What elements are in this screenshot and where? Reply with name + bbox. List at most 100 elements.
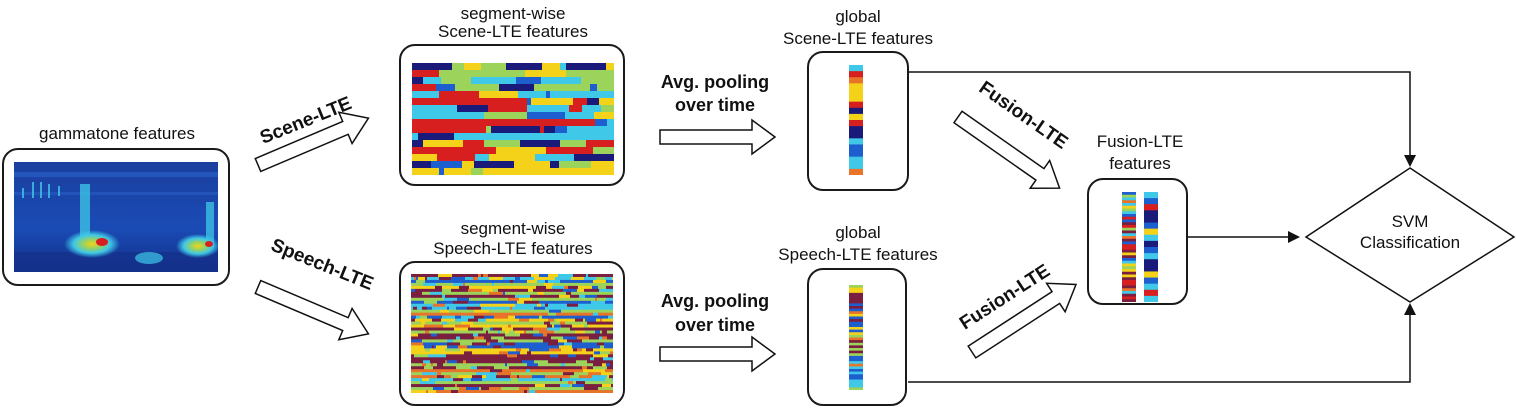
speech-heat-cell (416, 315, 420, 320)
speech-segment-label-1: segment-wise (460, 219, 566, 238)
speech-heat-cell (548, 303, 555, 308)
speech-heat-cell (608, 360, 612, 364)
fusion-feature-label-1: Fusion-LTE (1096, 132, 1184, 151)
speech-vector-cell (849, 285, 863, 289)
speech-heat-cell (419, 309, 430, 314)
speech-heat-cell (509, 303, 515, 308)
speech-heat-cell (583, 390, 598, 393)
speech-heat-cell (460, 348, 470, 352)
speech-heat-cell (453, 309, 460, 314)
speech-heat-cell (580, 345, 593, 349)
speech-heat-cell (411, 375, 419, 379)
speech-vector-cell (849, 300, 863, 304)
speech-heat-cell (465, 378, 471, 382)
scene-heat-cell (496, 147, 513, 155)
speech-heat-cell (414, 384, 417, 388)
speech-heat-cell (417, 384, 423, 388)
speech-heat-cell (602, 330, 607, 334)
speech-heat-cell (582, 306, 591, 311)
speech-heat-cell (428, 327, 432, 331)
fusion-scene-cell (1144, 265, 1158, 272)
scene-heat-cell (441, 77, 471, 85)
speech-vector-cell (849, 321, 863, 325)
speech-heat-cell (476, 327, 483, 331)
speech-heat-cell (533, 333, 543, 337)
speech-heat-cell (594, 369, 605, 373)
speech-heat-cell (450, 333, 463, 337)
scene-heat-cell (412, 119, 435, 127)
speech-heat-cell (495, 360, 499, 364)
pool-bot-label-2: over time (674, 315, 756, 335)
speech-heat-cell (581, 315, 594, 320)
speech-global-box (807, 268, 907, 406)
speech-heat-cell (487, 294, 491, 299)
scene-heat-cell (436, 84, 455, 92)
speech-heat-cell (521, 309, 536, 314)
speech-heat-cell (467, 330, 473, 334)
speech-heat-cell (593, 309, 599, 314)
speech-heat-cell (414, 276, 416, 281)
speech-heat-cell (529, 315, 539, 320)
speech-heat-cell (445, 294, 456, 299)
speech-heat-cell (436, 369, 443, 373)
speech-heat-cell (493, 327, 498, 331)
speech-heat-cell (411, 369, 415, 373)
speech-heat-cell (504, 318, 509, 322)
speech-heat-cell (489, 291, 503, 296)
speech-heat-cell (442, 291, 452, 296)
scene-heat-cell (435, 119, 456, 127)
speech-heat-cell (517, 288, 528, 293)
speech-heat-cell (527, 390, 529, 393)
speech-heat-cell (517, 354, 525, 358)
fusion-speech-cell (1122, 282, 1136, 286)
scene-heat-cell (412, 77, 423, 85)
speech-heat-cell (442, 327, 454, 331)
speech-heat-cell (566, 351, 579, 355)
speech-heat-cell (517, 375, 519, 379)
scene-heat-cell (455, 84, 482, 92)
speech-heat-cell (534, 360, 548, 364)
fusion-scene-cell (1144, 192, 1158, 199)
speech-heat-cell (508, 390, 522, 393)
speech-heat-cell (486, 339, 496, 343)
speech-heat-cell (560, 279, 575, 284)
speech-heat-cell (482, 288, 493, 293)
fusion-scene-cell (1144, 198, 1158, 205)
scene-heat-cell (412, 126, 446, 134)
speech-heat-cell (427, 315, 442, 320)
scene-heat-cell (555, 126, 567, 134)
speech-heat-cell (463, 339, 478, 343)
speech-heat-cell (599, 309, 607, 314)
speech-heat-cell (610, 351, 613, 355)
speech-heat-cell (604, 324, 613, 328)
speech-heat-cell (602, 318, 613, 322)
speech-heat-cell (419, 375, 429, 379)
speech-heat-cell (532, 297, 541, 302)
speech-heat-cell (596, 274, 603, 278)
speech-heat-cell (583, 300, 586, 305)
speech-heat-cell (424, 366, 433, 370)
speech-heat-cell (416, 276, 418, 281)
speech-heat-cell (594, 357, 603, 361)
speech-heat-cell (518, 381, 520, 385)
speech-heat-cell (582, 297, 595, 302)
gammatone-spectrogram (14, 162, 218, 272)
speech-heat-cell (578, 303, 590, 308)
speech-heat-cell (518, 294, 530, 299)
scene-heat-cell (595, 119, 607, 127)
fusion-feature-box (1087, 178, 1188, 305)
speech-vector-cell (849, 287, 863, 291)
speech-heat-cell (595, 297, 597, 302)
scene-heat-cell (541, 77, 581, 85)
speech-heat-cell (455, 351, 464, 355)
scene-heat-cell (605, 154, 614, 162)
speech-segment-label-2: Speech-LTE features (433, 239, 593, 258)
speech-heat-cell (495, 297, 506, 302)
scene-heat-cell (485, 161, 514, 169)
scene-heat-cell (527, 98, 531, 106)
speech-vector-cell (849, 366, 863, 370)
speech-heat-cell (532, 357, 544, 361)
speech-heat-cell (413, 306, 417, 311)
speech-heat-cell (600, 333, 611, 337)
